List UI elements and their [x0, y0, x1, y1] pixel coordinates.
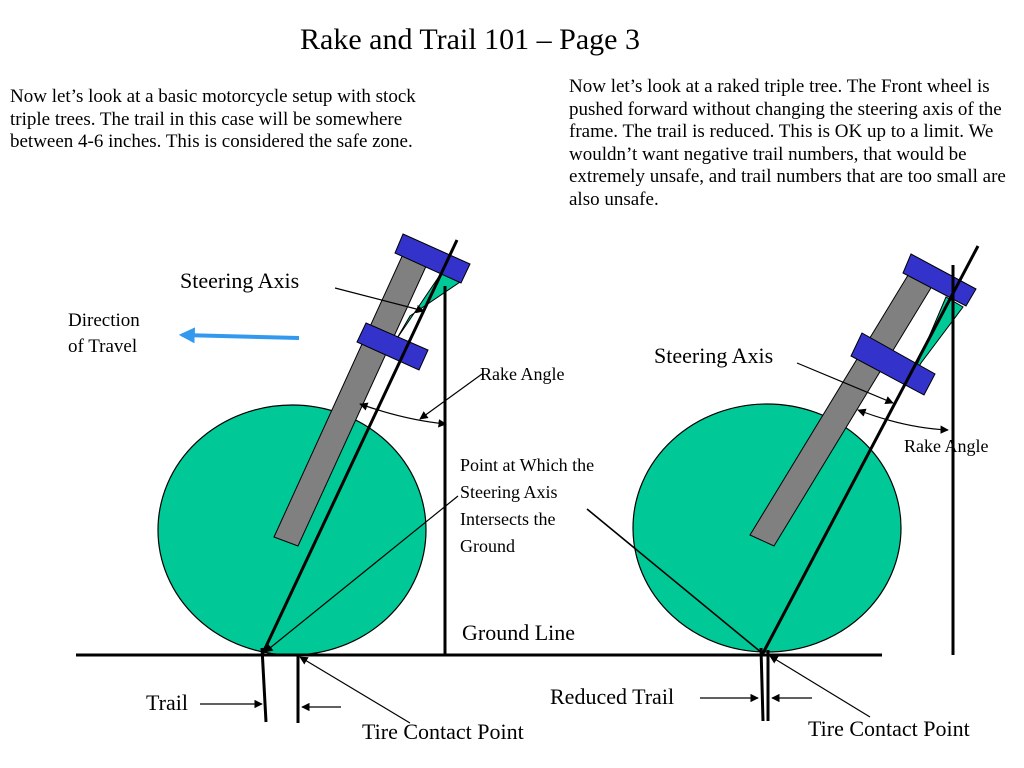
tire-contact-point-label-left: Tire Contact Point [362, 719, 524, 744]
slide-title: Rake and Trail 101 – Page 3 [300, 23, 640, 56]
direction-of-travel-label-line1: Direction [68, 310, 140, 331]
left-steering-axis-pointer [334, 287, 425, 314]
intersect-label-line1: Point at Which the [460, 455, 595, 475]
left-description: Now let’s look at a basic motorcycle set… [10, 86, 416, 152]
steering-axis-label-left: Steering Axis [180, 268, 300, 293]
direction-of-travel-label-line2: of Travel [68, 336, 138, 357]
left-rake-angle-arc [359, 402, 447, 428]
right-steering-axis-pointer [796, 362, 894, 404]
right-lower-triple-clamp [850, 332, 936, 396]
right-trail-line-axis [759, 647, 765, 722]
left-rake-angle-pointer [419, 373, 483, 420]
direction-of-travel-arrow [178, 327, 300, 344]
right-wheel-assembly [632, 253, 977, 653]
trail-label: Trail [146, 690, 188, 715]
intersect-label-line3: Intersects the [460, 509, 556, 529]
right-tire-contact-pointer [769, 655, 871, 718]
right-description: Now let’s look at a raked triple tree. T… [569, 76, 1006, 210]
steering-axis-label-right: Steering Axis [654, 343, 774, 368]
right-steering-axis-line [760, 245, 980, 656]
rake-angle-label-right: Rake Angle [904, 436, 989, 456]
left-upper-triple-clamp [394, 233, 471, 284]
left-intersect-pointer [264, 495, 459, 653]
left-tire-contact-pointer [299, 656, 411, 724]
right-rake-angle-arc [857, 408, 949, 434]
left-lower-triple-clamp [356, 322, 429, 371]
tire-contact-point-label-right: Tire Contact Point [808, 716, 970, 741]
right-intersect-pointer [586, 508, 763, 654]
ground-line-label: Ground Line [462, 620, 576, 645]
left-wheel-assembly [157, 233, 471, 656]
intersect-label-line4: Ground [460, 536, 515, 556]
left-trail-line-axis [260, 647, 268, 723]
rake-angle-label-left: Rake Angle [480, 364, 565, 384]
reduced-trail-label: Reduced Trail [550, 684, 675, 709]
intersect-label-line2: Steering Axis [460, 482, 558, 502]
